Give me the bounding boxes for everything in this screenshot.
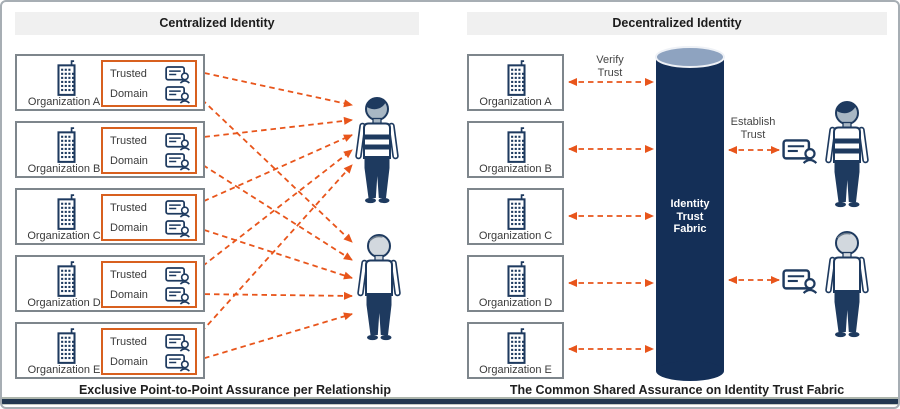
- org-box-centralized-d: Organization D Trusted Domain: [15, 255, 205, 312]
- id-card-icon: [165, 131, 192, 152]
- id-card-icon: [165, 198, 192, 219]
- id-card-icon: [165, 84, 192, 105]
- building-icon: [503, 260, 530, 298]
- trusted-label: Trusted: [110, 202, 147, 214]
- trusted-label: Trusted: [110, 269, 147, 281]
- trusted-label: Trusted: [110, 68, 147, 80]
- org-box-centralized-b: Organization B Trusted Domain: [15, 121, 205, 178]
- trusted-label: Trusted: [110, 336, 147, 348]
- domain-label: Domain: [110, 155, 148, 167]
- building-icon: [53, 59, 80, 97]
- id-card-icon: [165, 265, 192, 286]
- trusted-domain-box: Trusted Domain: [101, 328, 197, 375]
- cylinder-label: Identity Trust Fabric: [670, 198, 710, 235]
- org-box-decentralized-a: Organization A: [467, 54, 564, 111]
- org-box-centralized-e: Organization E Trusted Domain: [15, 322, 205, 379]
- person-gray-icon: [820, 229, 874, 341]
- trusted-domain-box: Trusted Domain: [101, 194, 197, 241]
- trust-fabric-cylinder: [655, 46, 725, 381]
- id-card-icon: [165, 352, 192, 373]
- trusted-domain-box: Trusted Domain: [101, 60, 197, 107]
- decentralized-caption: The Common Shared Assurance on Identity …: [509, 383, 845, 397]
- id-card-icon: [782, 266, 820, 296]
- building-icon: [53, 327, 80, 365]
- org-box-decentralized-e: Organization E: [467, 322, 564, 379]
- building-icon: [53, 193, 80, 231]
- org-label: Organization A: [27, 96, 101, 108]
- org-label: Organization D: [27, 297, 101, 309]
- org-label: Organization E: [27, 364, 101, 376]
- id-card-icon: [165, 285, 192, 306]
- decentralized-identity-header: Decentralized Identity: [467, 12, 887, 35]
- id-card-icon: [165, 218, 192, 239]
- org-label: Organization D: [478, 297, 553, 309]
- org-label: Organization A: [479, 96, 552, 108]
- org-box-centralized-a: Organization A Trusted Domain: [15, 54, 205, 111]
- id-card-icon: [165, 332, 192, 353]
- building-icon: [503, 126, 530, 164]
- org-box-decentralized-d: Organization D: [467, 255, 564, 312]
- org-label: Organization E: [479, 364, 552, 376]
- org-label: Organization C: [478, 230, 553, 242]
- id-card-icon: [165, 151, 192, 172]
- trusted-label: Trusted: [110, 135, 147, 147]
- id-card-icon: [782, 136, 820, 166]
- building-icon: [503, 59, 530, 97]
- org-box-decentralized-c: Organization C: [467, 188, 564, 245]
- org-box-centralized-c: Organization C Trusted Domain: [15, 188, 205, 245]
- establish-trust-label: Establish Trust: [730, 116, 776, 141]
- domain-label: Domain: [110, 88, 148, 100]
- centralized-caption: Exclusive Point-to-Point Assurance per R…: [78, 383, 392, 397]
- org-label: Organization B: [27, 163, 101, 175]
- bottom-border-bar: [2, 397, 898, 405]
- building-icon: [53, 126, 80, 164]
- domain-label: Domain: [110, 289, 148, 301]
- centralized-identity-header: Centralized Identity: [15, 12, 419, 35]
- trusted-domain-box: Trusted Domain: [101, 261, 197, 308]
- person-striped-icon: [820, 99, 874, 211]
- trusted-domain-box: Trusted Domain: [101, 127, 197, 174]
- person-striped-icon: [350, 95, 404, 207]
- building-icon: [53, 260, 80, 298]
- person-gray-icon: [352, 232, 406, 344]
- org-label: Organization C: [27, 230, 101, 242]
- building-icon: [503, 193, 530, 231]
- org-box-decentralized-b: Organization B: [467, 121, 564, 178]
- verify-trust-label: Verify Trust: [596, 54, 624, 79]
- id-card-icon: [165, 64, 192, 85]
- domain-label: Domain: [110, 222, 148, 234]
- building-icon: [503, 327, 530, 365]
- domain-label: Domain: [110, 356, 148, 368]
- org-label: Organization B: [479, 163, 552, 175]
